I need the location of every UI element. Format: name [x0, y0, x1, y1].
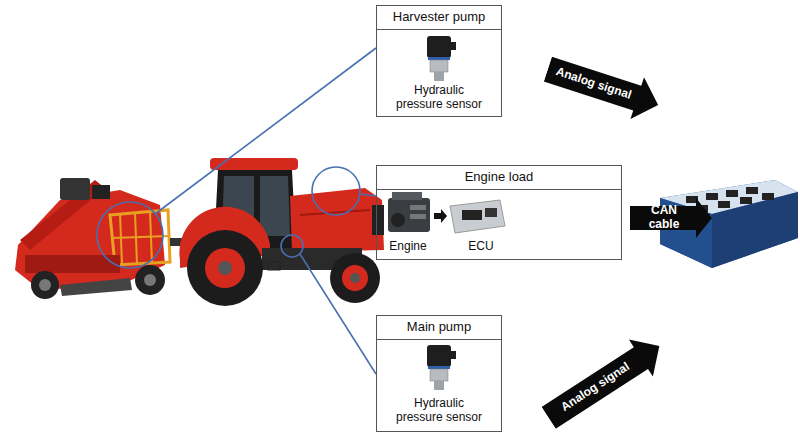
flow-arrow [434, 209, 447, 223]
callout-lines [97, 48, 376, 374]
signal-arrow: Analog signal [537, 328, 672, 437]
arrow-shape [537, 328, 672, 437]
arrow-label: CAN cable [634, 198, 694, 238]
arrow-shape [541, 48, 665, 126]
arrow-label: Analog signal [540, 341, 651, 435]
part-label: Engine [379, 238, 437, 256]
box-heading: Harvester pump [377, 6, 501, 30]
arrow-shape [630, 198, 712, 238]
harvester-illustration [15, 178, 170, 299]
part-label: ECU [451, 238, 511, 256]
sensor-box: Main pumpHydraulic pressure sensor [376, 315, 502, 432]
arrow-label: Analog signal [545, 49, 642, 118]
signal-arrow: Analog signal [541, 48, 665, 126]
sensor-label: Hydraulic pressure sensor [393, 82, 485, 114]
engine-load-box: Engine loadEngine ECU [376, 165, 622, 260]
box-heading: Main pump [377, 316, 501, 340]
ecu-icon [450, 200, 505, 233]
box-heading: Engine load [377, 166, 621, 190]
engine-icon [388, 192, 430, 232]
sensor-label: Hydraulic pressure sensor [393, 395, 485, 427]
pressure-sensor-icon [427, 345, 456, 390]
pressure-sensor-icon [427, 36, 456, 81]
tractor-illustration [170, 158, 384, 306]
sensor-box: Harvester pumpHydraulic pressure sensor [376, 5, 502, 117]
signal-arrow: CAN cable [630, 198, 712, 238]
